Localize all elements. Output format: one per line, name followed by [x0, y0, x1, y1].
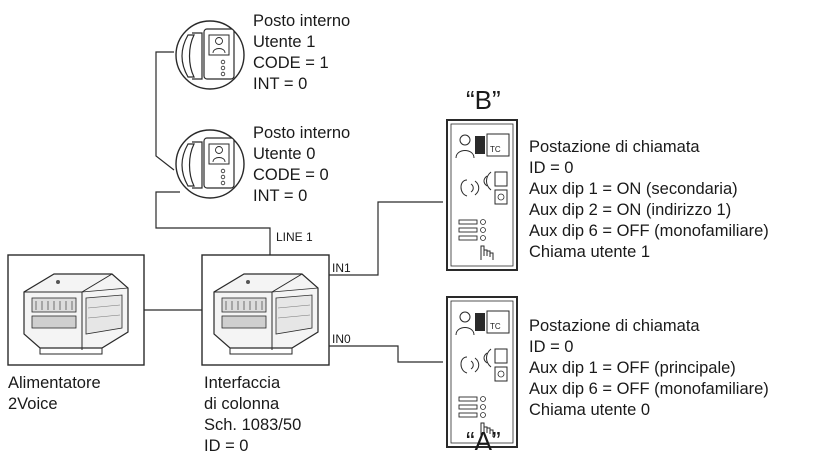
alimentatore-label: Alimentatore 2Voice	[8, 374, 101, 413]
postazione-a-panel	[446, 296, 518, 448]
posto-interno-1-device	[175, 20, 245, 90]
station-a-label: Postazione di chiamata ID = 0 Aux dip 1 …	[529, 317, 769, 419]
line1-label: LINE 1	[276, 230, 313, 244]
station-a-tag: “A”	[466, 426, 501, 456]
in0-label: IN0	[332, 332, 351, 346]
wire-posto0-to-interfaccia	[155, 191, 271, 256]
posto-interno-1-label: Posto interno Utente 1 CODE = 1 INT = 0	[253, 12, 351, 93]
wire-in0	[329, 345, 443, 363]
wire-lines	[144, 51, 443, 363]
wire-in1	[329, 201, 443, 276]
posto-interno-0-device	[175, 129, 245, 199]
posto-interno-0-label: Posto interno Utente 0 CODE = 0 INT = 0	[253, 124, 351, 205]
panel-a-tc-label: TC	[490, 322, 501, 331]
station-b-label: Postazione di chiamata ID = 0 Aux dip 1 …	[529, 138, 769, 261]
panel-b-tc-label: TC	[490, 145, 501, 154]
wire-posto1-to-posto0	[155, 51, 175, 171]
in1-label: IN1	[332, 261, 351, 275]
interfaccia-label: Interfaccia di colonna Sch. 1083/50 ID =…	[204, 374, 302, 455]
station-b-tag: “B”	[466, 85, 501, 115]
postazione-b-panel	[446, 119, 518, 271]
